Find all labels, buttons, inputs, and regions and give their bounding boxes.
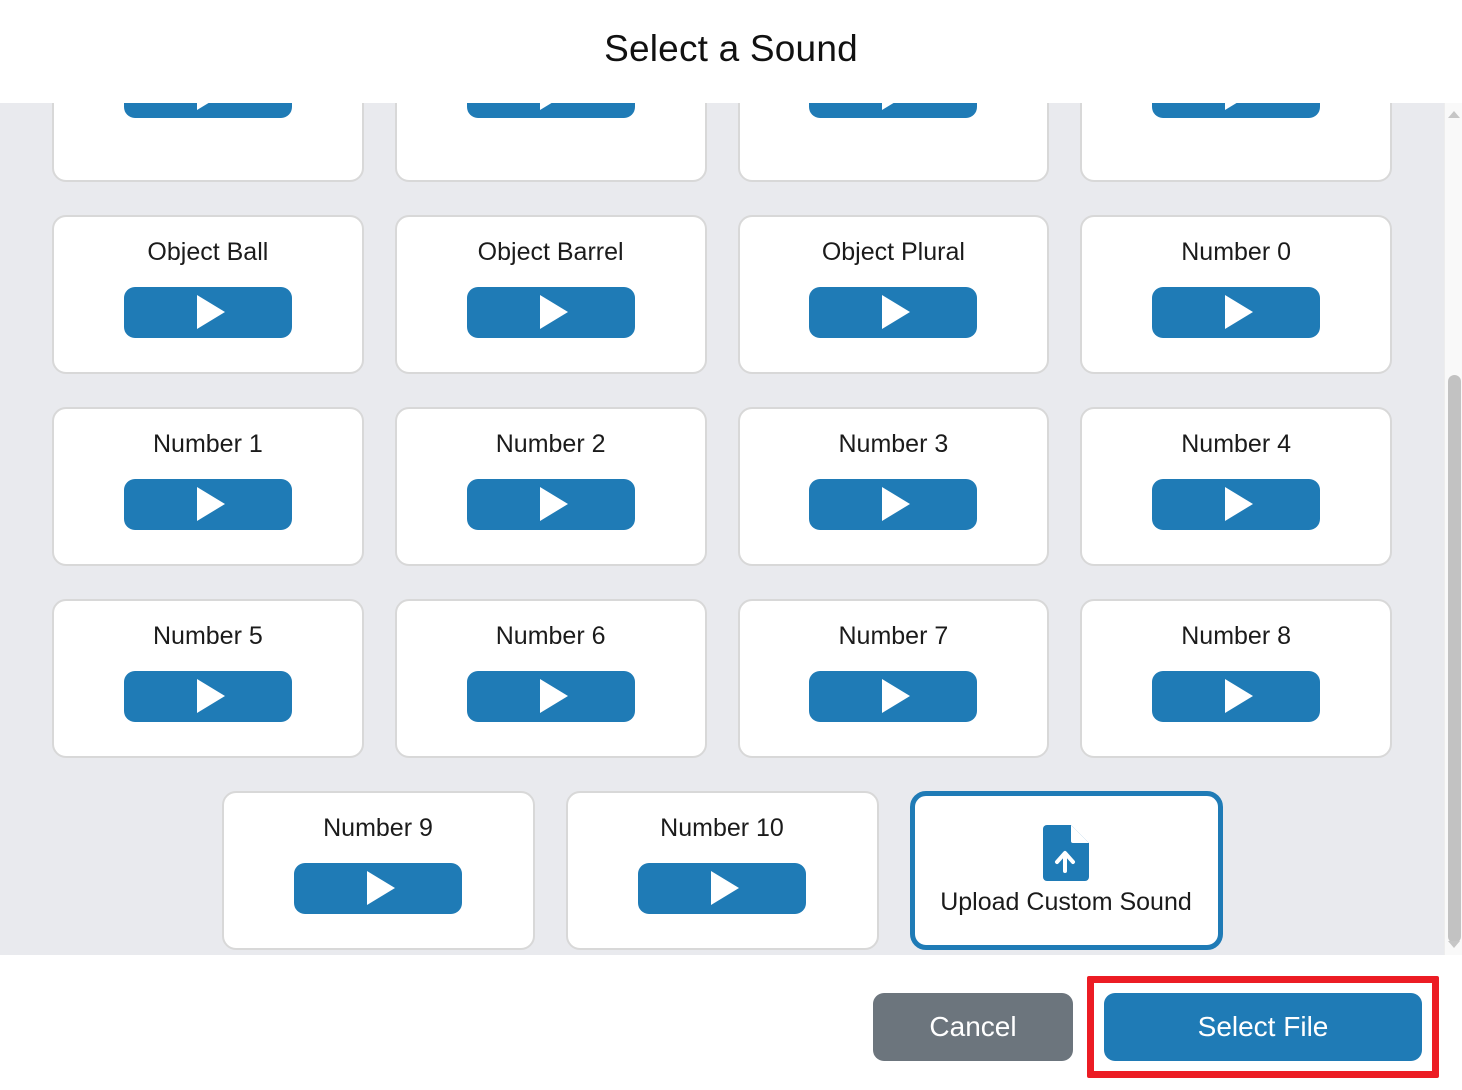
upload-custom-sound-card[interactable]: Upload Custom Sound [909,791,1223,950]
play-triangle-icon [1225,295,1254,329]
play-icon[interactable] [123,103,292,118]
sound-grid-row: Number 1 Number 2 Number 3 Number 4 [52,407,1392,566]
play-icon[interactable] [123,670,292,722]
sound-card[interactable]: Object Ball [52,215,364,374]
play-triangle-icon [882,487,911,521]
sound-card-label: Number 6 [495,622,606,650]
sound-card[interactable]: Number 0 [1080,215,1392,374]
sound-card[interactable] [52,103,364,182]
vertical-scrollbar[interactable] [1444,103,1462,955]
play-triangle-icon [196,487,225,521]
sound-card[interactable]: Object Barrel [394,215,707,374]
sound-card-label: Number 3 [838,430,949,458]
sound-card[interactable] [1080,103,1392,182]
play-triangle-icon [367,871,395,905]
sound-grid-row: Object Ball Object Barrel Object Plural Num… [52,215,1392,374]
play-icon[interactable] [123,286,292,338]
play-icon[interactable] [809,670,978,722]
play-triangle-icon [196,103,225,110]
sound-card-label: Number 8 [1181,622,1291,650]
dialog-header: Select a Sound [0,0,1462,103]
sound-grid-row: Number 9 Number 10 Upload Custom Sound [52,791,1392,950]
sound-grid-row: Number 5 Number 6 Number 7 Number 8 [52,599,1392,758]
play-icon[interactable] [294,862,462,914]
scrollbar-thumb[interactable] [1448,375,1461,943]
sound-card[interactable]: Number 10 [565,791,879,950]
play-triangle-icon [196,679,225,713]
play-icon[interactable] [809,478,978,530]
sound-card[interactable]: Object Plural [737,215,1050,374]
sound-card-label: Number 9 [323,814,433,842]
dialog-footer: Cancel Select File [0,955,1462,1090]
play-icon[interactable] [1152,286,1321,338]
scroll-down-arrow-icon[interactable] [1445,935,1462,953]
play-triangle-icon [1225,103,1254,110]
select-file-button[interactable]: Select File [1104,993,1422,1061]
play-icon[interactable] [466,478,635,530]
play-triangle-icon [539,679,568,713]
sound-grid-row [52,103,1392,182]
play-icon[interactable] [1152,670,1321,722]
sound-card[interactable] [737,103,1050,182]
play-triangle-icon [882,103,911,110]
sound-card-label: Object Barrel [477,238,624,266]
play-icon[interactable] [123,478,292,530]
upload-custom-sound-label: Upload Custom Sound [940,887,1192,916]
cancel-button[interactable]: Cancel [873,993,1073,1061]
play-icon[interactable] [1152,103,1321,118]
sound-card[interactable]: Number 6 [394,599,707,758]
play-icon[interactable] [466,103,635,118]
play-icon[interactable] [466,670,635,722]
sound-card[interactable]: Number 2 [394,407,707,566]
sound-card-label: Number 4 [1181,430,1291,458]
scroll-up-arrow-icon[interactable] [1445,105,1462,123]
play-triangle-icon [539,487,568,521]
sound-card-label: Number 2 [495,430,606,458]
sound-card-label: Number 10 [660,814,784,842]
sound-card[interactable]: Number 9 [221,791,535,950]
sound-card[interactable]: Number 8 [1080,599,1392,758]
sound-card[interactable]: Number 7 [737,599,1050,758]
sound-card-label: Number 5 [152,622,263,650]
sound-card[interactable]: Number 3 [737,407,1050,566]
play-icon[interactable] [1152,478,1321,530]
play-triangle-icon [539,103,568,110]
sound-card-label: Object Plural [821,238,965,266]
play-icon[interactable] [638,862,806,914]
play-icon[interactable] [809,286,978,338]
sound-card-label: Object Ball [147,238,269,266]
play-triangle-icon [1225,679,1254,713]
play-icon[interactable] [466,286,635,338]
dialog-title: Select a Sound [604,28,858,69]
sound-card-label: Number 0 [1181,238,1291,266]
sound-card-label: Number 1 [152,430,263,458]
play-triangle-icon [1225,487,1254,521]
play-triangle-icon [882,295,911,329]
sound-card[interactable]: Number 1 [52,407,364,566]
sound-card[interactable]: Number 5 [52,599,364,758]
sound-card[interactable] [394,103,707,182]
play-icon[interactable] [809,103,978,118]
sound-card[interactable]: Number 4 [1080,407,1392,566]
play-triangle-icon [539,295,568,329]
select-file-highlight: Select File [1087,976,1439,1078]
play-triangle-icon [882,679,911,713]
play-triangle-icon [196,295,225,329]
sound-card-label: Number 7 [838,622,949,650]
file-upload-icon [1043,824,1089,881]
play-triangle-icon [711,871,739,905]
